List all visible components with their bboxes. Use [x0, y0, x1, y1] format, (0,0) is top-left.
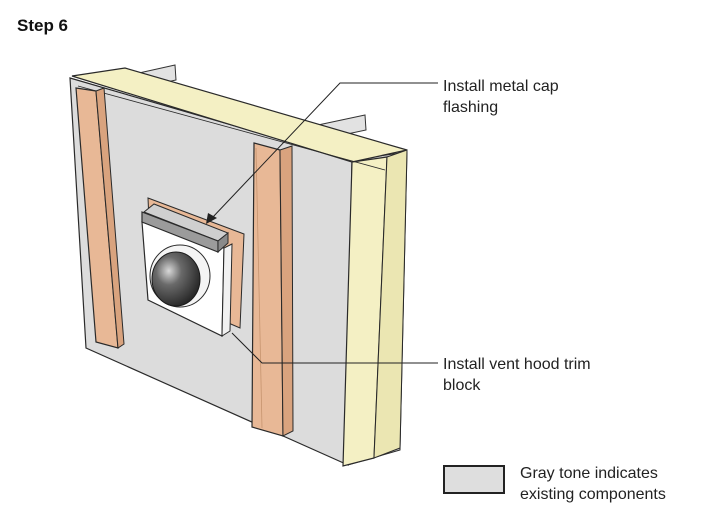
cap-flashing-leader — [206, 82, 438, 224]
legend-swatch — [443, 465, 505, 494]
trim-block-callout-line2: block — [443, 377, 481, 394]
cap-flashing-callout-line2: flashing — [443, 99, 499, 116]
trim-block-leader — [231, 332, 438, 364]
legend-text-line2: existing components — [520, 486, 666, 503]
cap-flashing-callout-line1: Install metal cap — [443, 78, 559, 95]
cap-flashing-callout: Install metal cap flashing — [443, 76, 559, 118]
insulation-board — [71, 67, 408, 467]
trim-block-callout: Install vent hood trim block — [443, 354, 591, 396]
legend-text: Gray tone indicates existing components — [520, 463, 666, 505]
step-title: Step 6 — [17, 16, 69, 35]
trim-block-callout-line1: Install vent hood trim — [443, 356, 591, 373]
metal-cap-flashing — [141, 203, 229, 254]
legend-text-line1: Gray tone indicates — [520, 465, 658, 482]
vent-hood — [151, 251, 201, 307]
